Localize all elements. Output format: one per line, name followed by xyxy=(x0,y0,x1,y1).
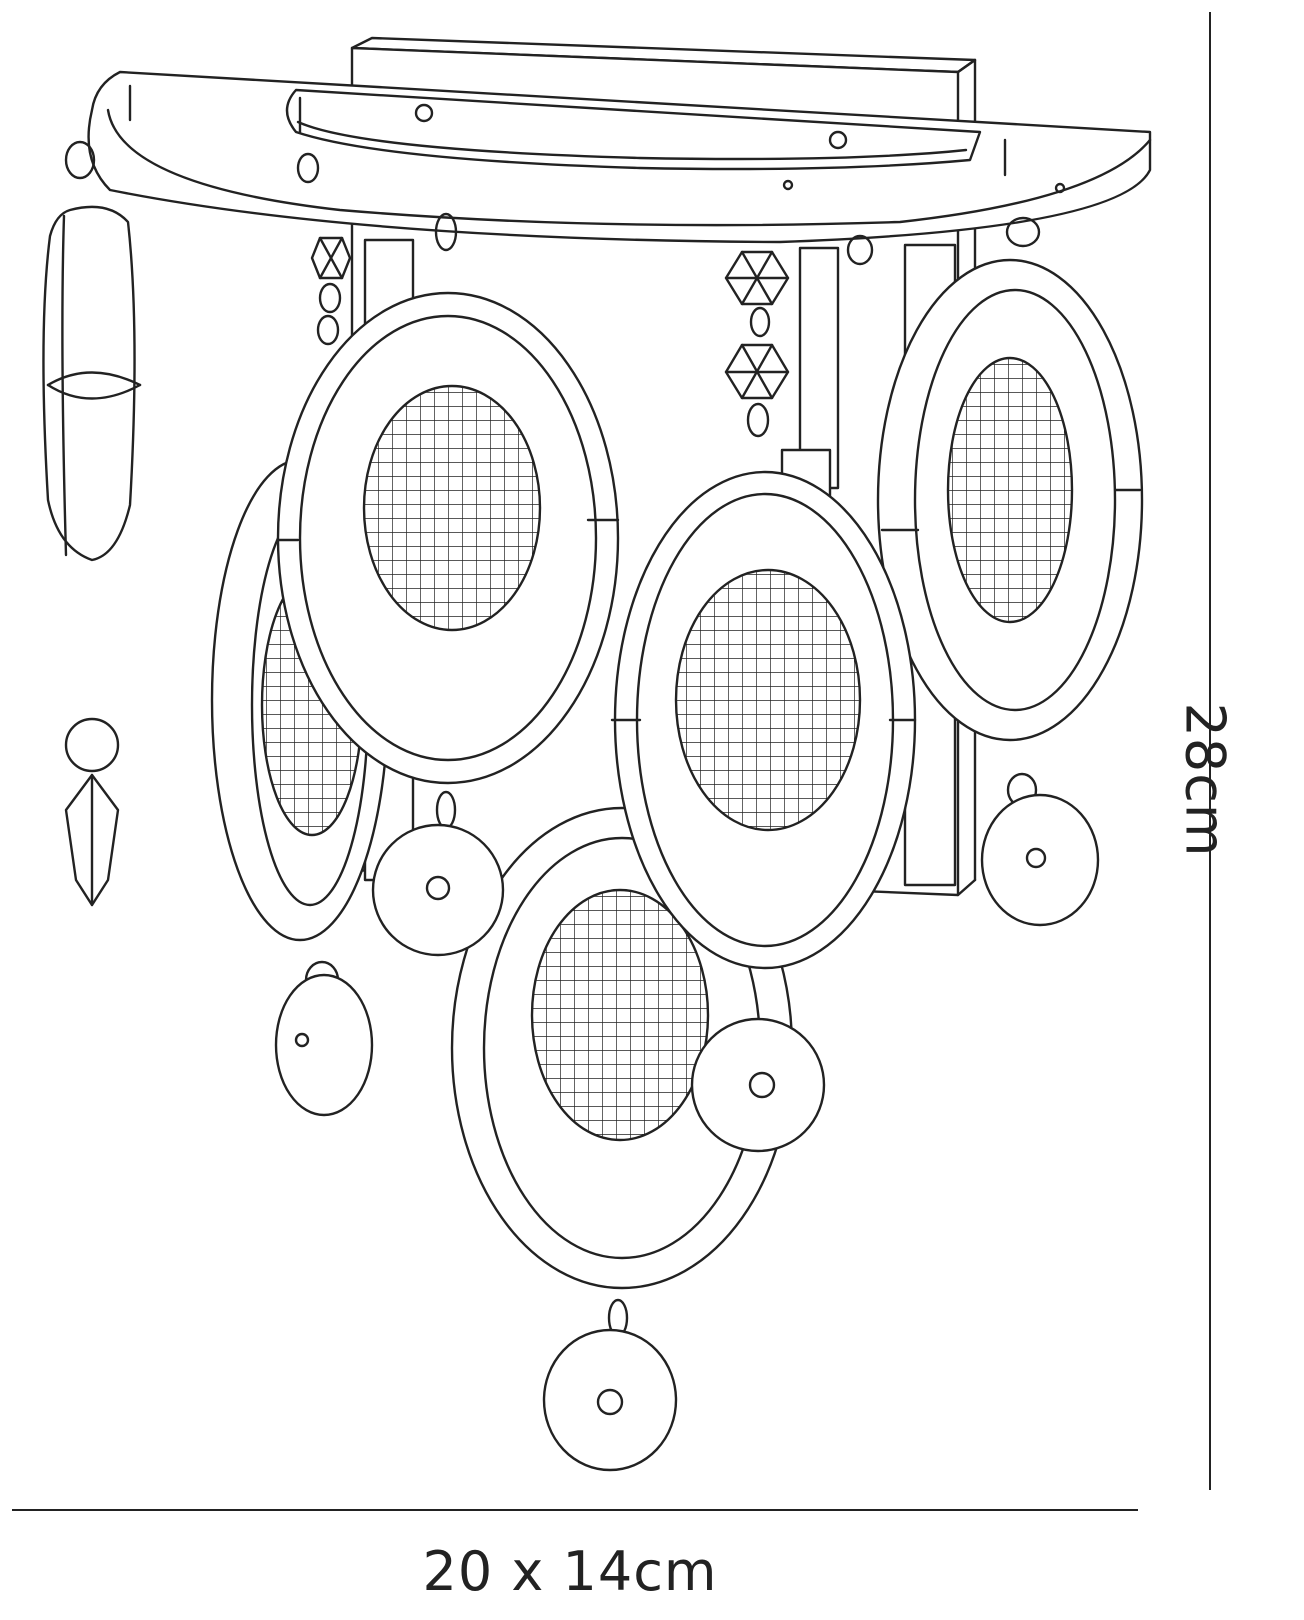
ring-upper-right xyxy=(876,258,1144,742)
top-bracket xyxy=(87,70,1152,244)
ring-middle xyxy=(610,470,917,970)
crystal-chain-left xyxy=(310,236,352,390)
disc-pendant xyxy=(274,973,374,1117)
width-dimension-label: 20 x 14cm xyxy=(422,1540,718,1603)
height-dimension-label: 28cm xyxy=(1173,702,1237,858)
crystal-chain-right xyxy=(724,234,874,567)
disc-pendant xyxy=(690,1017,826,1153)
disc-pendant xyxy=(980,793,1100,927)
disc-pendant xyxy=(542,1328,678,1472)
disc-pendant xyxy=(371,823,505,957)
ring-upper-left xyxy=(276,291,620,785)
side-crystal-drop xyxy=(42,205,142,907)
